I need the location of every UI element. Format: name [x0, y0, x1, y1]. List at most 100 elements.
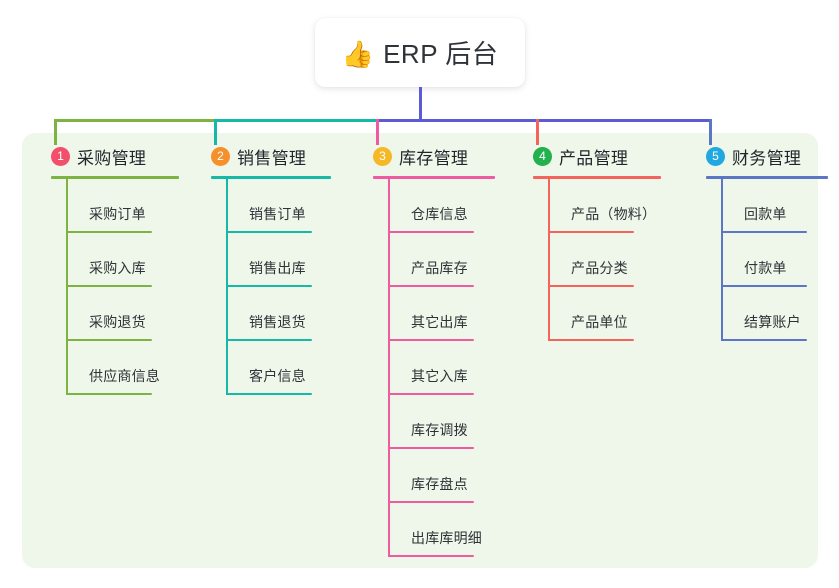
leaf-underline [388, 447, 474, 449]
leaf-underline [388, 231, 474, 233]
leaf-node[interactable]: 回款单 [721, 179, 839, 233]
leaf-underline [66, 393, 152, 395]
leaf-underline [548, 339, 634, 341]
leaf-node[interactable]: 库存盘点 [388, 449, 508, 503]
leaf-label: 采购入库 [89, 260, 146, 276]
branch-header-2[interactable]: 2 销售管理 [193, 143, 306, 169]
leaf-label: 付款单 [744, 260, 787, 276]
branch-underline-3 [373, 176, 495, 179]
branch-spine-5 [721, 179, 723, 341]
leaf-underline [226, 339, 312, 341]
leaf-label: 库存调拨 [411, 422, 468, 438]
leaf-node[interactable]: 出库库明细 [388, 503, 508, 557]
diagram-background-panel [22, 133, 818, 568]
leaf-label: 供应商信息 [89, 368, 160, 384]
leaf-underline [66, 285, 152, 287]
leaf-underline [388, 393, 474, 395]
leaf-node[interactable]: 仓库信息 [388, 179, 508, 233]
leaf-underline [721, 339, 807, 341]
branch-stub-4 [536, 119, 539, 145]
leaf-node[interactable]: 结算账户 [721, 287, 839, 341]
leaf-node[interactable]: 产品单位 [548, 287, 668, 341]
leaf-node[interactable]: 销售出库 [226, 233, 346, 287]
leaf-underline [226, 231, 312, 233]
branch-underline-4 [533, 176, 661, 179]
leaf-label: 其它入库 [411, 368, 468, 384]
leaf-label: 产品分类 [571, 260, 628, 276]
leaf-underline [388, 285, 474, 287]
branch-stub-2 [214, 119, 217, 145]
branch-stub-5 [709, 119, 712, 145]
leaf-underline [388, 501, 474, 503]
leaf-underline [721, 285, 807, 287]
leaf-node[interactable]: 销售订单 [226, 179, 346, 233]
leaf-label: 仓库信息 [411, 206, 468, 222]
branch-stub-3 [376, 119, 379, 145]
branch-spine-1 [66, 179, 68, 395]
leaf-node[interactable]: 采购退货 [66, 287, 186, 341]
leaf-node[interactable]: 产品分类 [548, 233, 668, 287]
leaf-node[interactable]: 采购入库 [66, 233, 186, 287]
leaf-label: 其它出库 [411, 314, 468, 330]
branch-title-5: 财务管理 [732, 148, 802, 168]
branch-column-4: 4 产品管理产品（物料） 产品分类产品单位 [515, 143, 661, 341]
leaf-label: 客户信息 [249, 368, 306, 384]
leaf-underline [721, 231, 807, 233]
leaf-node[interactable]: 库存调拨 [388, 395, 508, 449]
leaf-underline [226, 393, 312, 395]
branch-badge-5: 5 [706, 146, 725, 166]
branch-badge-4: 4 [533, 146, 552, 166]
branch-underline-5 [706, 176, 828, 179]
leaf-node[interactable]: 其它入库 [388, 341, 508, 395]
leaf-label: 产品库存 [411, 260, 468, 276]
thumbs-up-emoji: 👍 [341, 38, 375, 69]
branch-column-5: 5 财务管理回款单付款单结算账户 [688, 143, 828, 341]
branch-header-5[interactable]: 5 财务管理 [688, 143, 801, 169]
branch-title-2: 销售管理 [237, 148, 307, 168]
leaf-node[interactable]: 客户信息 [226, 341, 346, 395]
leaf-label: 库存盘点 [411, 476, 468, 492]
branch-underline-2 [211, 176, 331, 179]
leaf-label: 产品（物料） [571, 206, 657, 222]
leaf-underline [388, 339, 474, 341]
leaf-underline [66, 231, 152, 233]
branch-spine-3 [388, 179, 390, 557]
leaf-underline [388, 555, 474, 557]
leaf-node[interactable]: 付款单 [721, 233, 839, 287]
leaf-node[interactable]: 产品（物料） [548, 179, 668, 233]
leaf-node[interactable]: 产品库存 [388, 233, 508, 287]
branch-title-4: 产品管理 [559, 148, 629, 168]
branch-badge-2: 2 [211, 146, 230, 166]
leaf-node[interactable]: 其它出库 [388, 287, 508, 341]
leaf-node[interactable]: 销售退货 [226, 287, 346, 341]
leaf-underline [66, 339, 152, 341]
leaf-label: 采购订单 [89, 206, 146, 222]
leaf-label: 销售出库 [249, 260, 306, 276]
leaf-label: 出库库明细 [411, 530, 482, 546]
leaf-label: 采购退货 [89, 314, 146, 330]
leaf-underline [226, 285, 312, 287]
bus-segment-teal [214, 119, 378, 122]
leaf-label: 结算账户 [744, 314, 801, 330]
branch-spine-4 [548, 179, 550, 341]
root-node-title: ERP 后台 [383, 39, 499, 69]
branch-header-4[interactable]: 4 产品管理 [515, 143, 628, 169]
branch-badge-3: 3 [373, 146, 392, 166]
leaf-node[interactable]: 供应商信息 [66, 341, 186, 395]
root-node[interactable]: 👍 ERP 后台 [315, 18, 525, 87]
bus-segment-indigo [376, 119, 712, 122]
branch-spine-2 [226, 179, 228, 395]
branch-underline-1 [51, 176, 179, 179]
leaf-label: 产品单位 [571, 314, 628, 330]
leaf-node[interactable]: 采购订单 [66, 179, 186, 233]
branch-title-1: 采购管理 [77, 148, 147, 168]
bus-segment-green [54, 119, 216, 122]
branch-stub-1 [54, 119, 57, 145]
leaf-label: 回款单 [744, 206, 787, 222]
